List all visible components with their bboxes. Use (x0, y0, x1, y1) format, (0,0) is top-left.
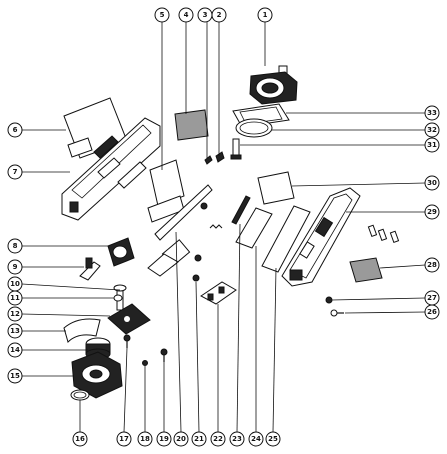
callout-label: 10 (10, 280, 20, 288)
callout-label: 31 (427, 141, 437, 149)
part-square-pad (174, 109, 209, 141)
callout-5: 5 (154, 7, 170, 23)
part-bracket (200, 281, 237, 305)
callout-7: 7 (7, 164, 23, 180)
callout-23: 23 (229, 431, 245, 447)
callout-15: 15 (7, 368, 23, 384)
callout-label: 3 (203, 11, 208, 19)
part-plate (107, 303, 151, 335)
callout-29: 29 (424, 204, 440, 220)
callout-32: 32 (424, 122, 440, 138)
part-clip-bar (231, 195, 251, 225)
callout-label: 18 (140, 435, 150, 443)
part-upper-housing (281, 187, 361, 287)
parts-artwork (61, 65, 400, 401)
part-small-dot (325, 296, 333, 304)
callout-label: 23 (232, 435, 242, 443)
callout-1: 1 (257, 7, 273, 23)
callout-28: 28 (424, 257, 440, 273)
part-switch (79, 257, 101, 281)
callout-9: 9 (7, 259, 23, 275)
callout-18: 18 (137, 431, 153, 447)
callout-10: 10 (7, 276, 23, 292)
callout-30: 30 (424, 175, 440, 191)
leader-lines (21, 22, 426, 433)
part-screw-21 (192, 274, 200, 282)
part-pin (230, 138, 242, 160)
part-clip-a (204, 155, 213, 165)
callout-19: 19 (156, 431, 172, 447)
callout-label: 2 (217, 11, 222, 19)
part-small-nut (113, 294, 123, 302)
callout-20: 20 (173, 431, 189, 447)
callout-17: 17 (116, 431, 132, 447)
callout-label: 5 (160, 11, 165, 19)
part-screw-19 (160, 348, 168, 362)
callout-31: 31 (424, 137, 440, 153)
callout-label: 4 (184, 11, 189, 19)
callout-label: 25 (268, 435, 278, 443)
part-side-plate (349, 257, 383, 283)
callout-label: 15 (10, 372, 20, 380)
callout-4: 4 (178, 7, 194, 23)
part-end-cap (71, 351, 123, 399)
callout-2: 2 (211, 7, 227, 23)
callout-26: 26 (424, 304, 440, 320)
part-main-housing (61, 117, 161, 221)
part-long-pcb (147, 184, 213, 277)
callout-label: 29 (427, 208, 437, 216)
callout-label: 19 (159, 435, 169, 443)
part-battery-plate-a (235, 207, 273, 249)
callout-label: 11 (10, 294, 20, 302)
callout-label: 22 (213, 435, 223, 443)
part-top-connector (249, 65, 298, 105)
callout-label: 16 (75, 435, 85, 443)
callout-label: 30 (427, 179, 437, 187)
callout-label: 14 (10, 346, 20, 354)
part-battery-block (257, 171, 295, 205)
callout-label: 24 (251, 435, 261, 443)
callout-label: 6 (13, 126, 18, 134)
callout-14: 14 (7, 342, 23, 358)
part-battery-plate-b (261, 205, 311, 273)
callout-6: 6 (7, 122, 23, 138)
callout-11: 11 (7, 290, 23, 306)
part-springs (194, 202, 223, 262)
part-circuit-board (147, 159, 185, 223)
callout-label: 32 (427, 126, 437, 134)
callout-25: 25 (265, 431, 281, 447)
part-screw-26 (330, 309, 344, 317)
callout-label: 8 (13, 242, 18, 250)
part-screw-17 (123, 334, 131, 348)
callout-24: 24 (248, 431, 264, 447)
callout-label: 26 (427, 308, 437, 316)
callout-3: 3 (197, 7, 213, 23)
callout-label: 13 (10, 327, 20, 335)
callout-label: 1 (263, 11, 268, 19)
callout-label: 9 (13, 263, 18, 271)
part-screw-18 (142, 360, 148, 366)
callout-13: 13 (7, 323, 23, 339)
callout-33: 33 (424, 105, 440, 121)
callout-21: 21 (191, 431, 207, 447)
callout-label: 12 (10, 310, 20, 318)
part-clip-b (215, 151, 225, 163)
callout-16: 16 (72, 431, 88, 447)
part-curved-band (63, 318, 101, 343)
part-connector-block (107, 237, 135, 267)
callout-8: 8 (7, 238, 23, 254)
callout-label: 7 (13, 168, 18, 176)
callout-label: 21 (194, 435, 204, 443)
callout-22: 22 (210, 431, 226, 447)
callout-label: 28 (427, 261, 437, 269)
callout-12: 12 (7, 306, 23, 322)
callout-27: 27 (424, 290, 440, 306)
callout-label: 33 (427, 109, 437, 117)
part-housing-screws (367, 224, 400, 244)
callout-label: 27 (427, 294, 437, 302)
callout-label: 20 (176, 435, 186, 443)
callout-label: 17 (119, 435, 129, 443)
